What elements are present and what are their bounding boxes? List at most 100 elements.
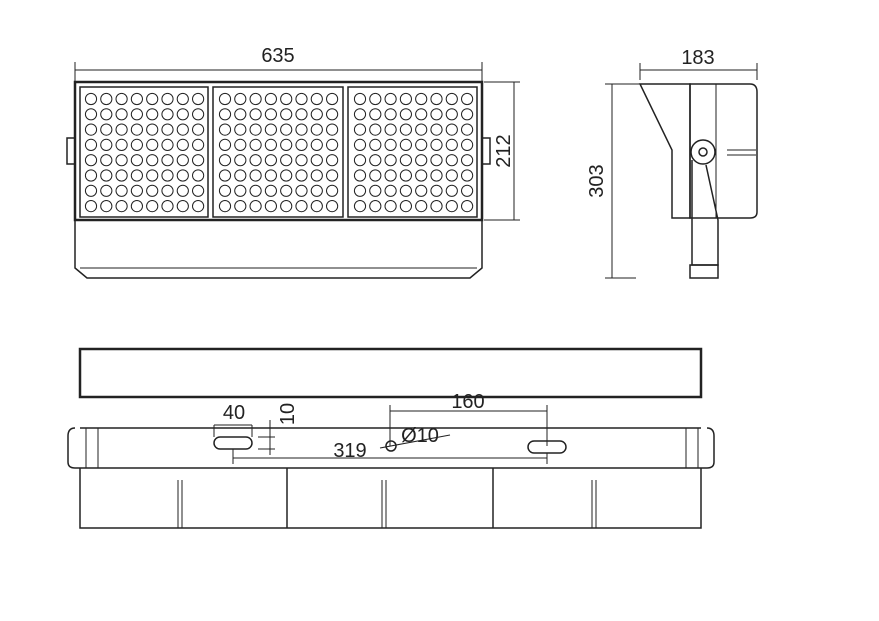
led-dot <box>310 108 323 121</box>
led-dot <box>369 184 382 197</box>
led-panel-3 <box>347 86 478 218</box>
led-dot <box>161 92 174 106</box>
slot-width-label: 40 <box>223 402 245 424</box>
led-dot <box>130 200 143 213</box>
led-dot <box>192 184 205 197</box>
led-dot <box>384 184 397 197</box>
led-dot <box>415 92 428 106</box>
total-height-dimension-label: 303 <box>586 164 608 197</box>
led-dot <box>84 154 98 167</box>
led-dot <box>310 154 323 167</box>
led-dot <box>146 138 159 151</box>
led-dot <box>161 154 174 167</box>
led-dot <box>445 108 458 121</box>
led-dot <box>384 169 397 182</box>
led-dot <box>353 184 367 197</box>
led-dot <box>369 138 382 151</box>
led-dot <box>192 154 205 167</box>
led-dot <box>176 200 189 213</box>
led-dot <box>249 169 262 182</box>
led-dot <box>295 200 308 213</box>
led-dot <box>130 184 143 197</box>
led-dot <box>234 138 247 151</box>
led-dot <box>384 123 397 136</box>
led-dot <box>280 123 293 136</box>
led-dot <box>295 108 308 121</box>
front-housing <box>73 80 484 222</box>
led-dot <box>326 123 339 136</box>
led-dot <box>84 108 98 121</box>
led-dot <box>310 123 323 136</box>
led-dot <box>295 138 308 151</box>
led-dot <box>445 169 458 182</box>
led-dot <box>100 169 113 182</box>
led-dot <box>176 92 189 106</box>
led-dot <box>445 154 458 167</box>
led-dot <box>130 138 143 151</box>
led-dot <box>326 184 339 197</box>
led-dot <box>234 92 247 106</box>
led-dot <box>161 123 174 136</box>
left-mounting-slot <box>213 436 253 450</box>
led-dot <box>249 200 262 213</box>
led-dot <box>249 138 262 151</box>
led-dot <box>326 154 339 167</box>
led-dot <box>115 138 128 151</box>
led-dot <box>192 108 205 121</box>
led-dot <box>115 92 128 106</box>
led-dot <box>218 92 232 106</box>
led-dot <box>399 154 412 167</box>
height-dimension-label: 212 <box>493 134 515 167</box>
led-dot <box>280 184 293 197</box>
led-dot <box>249 92 262 106</box>
led-dot <box>249 154 262 167</box>
led-dot <box>310 169 323 182</box>
led-dot <box>353 169 367 182</box>
bottom-view: 40 10 160 Ø10 319 <box>67 347 715 529</box>
bottom-top-bar <box>78 347 703 399</box>
center-hole <box>385 440 397 452</box>
bracket-foot <box>689 264 719 279</box>
led-dot <box>384 108 397 121</box>
led-dot <box>399 184 412 197</box>
led-dot <box>176 154 189 167</box>
led-dot <box>176 138 189 151</box>
led-dot <box>84 184 98 197</box>
led-dot <box>415 184 428 197</box>
led-dot <box>280 169 293 182</box>
mounting-bracket <box>691 160 719 266</box>
side-front-bezel <box>638 83 691 219</box>
led-dot <box>234 154 247 167</box>
led-dot <box>461 108 474 121</box>
led-dot <box>295 154 308 167</box>
depth-dimension-label: 183 <box>681 47 714 69</box>
led-dot <box>369 123 382 136</box>
led-dot <box>176 123 189 136</box>
led-dot <box>84 200 98 213</box>
led-dot <box>399 92 412 106</box>
led-dot <box>100 200 113 213</box>
led-dot <box>100 184 113 197</box>
led-dot <box>415 123 428 136</box>
led-dot <box>264 200 277 213</box>
led-dot <box>415 138 428 151</box>
led-dot <box>146 169 159 182</box>
led-dot <box>461 123 474 136</box>
led-dot <box>234 123 247 136</box>
led-dot <box>130 123 143 136</box>
led-dot <box>264 123 277 136</box>
led-dot <box>430 108 443 121</box>
led-dot <box>295 92 308 106</box>
led-dot <box>415 154 428 167</box>
front-view: 635 212 <box>66 45 520 279</box>
led-dot-grid <box>84 92 474 213</box>
led-dot <box>384 138 397 151</box>
led-panel-1 <box>79 86 209 218</box>
led-dot <box>161 108 174 121</box>
led-dot <box>461 169 474 182</box>
hole-leader-line <box>379 434 451 449</box>
led-dot <box>310 184 323 197</box>
led-dot <box>445 138 458 151</box>
pivot-knob <box>690 139 716 165</box>
